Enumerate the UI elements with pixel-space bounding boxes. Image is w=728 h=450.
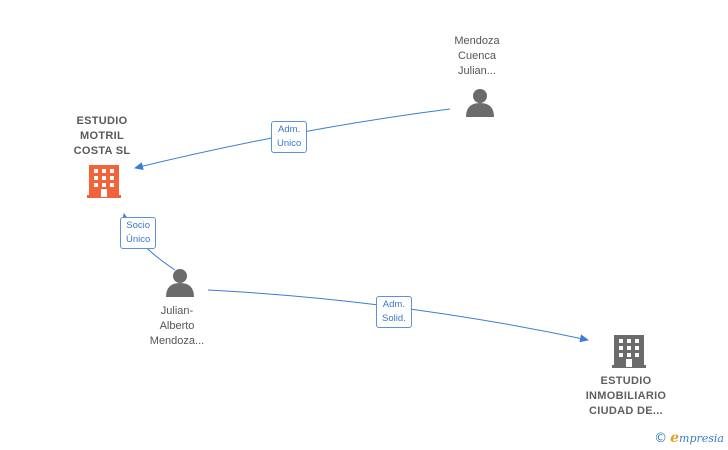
- brand-logo: ©empresia: [654, 430, 724, 446]
- node-label-estudio-motril[interactable]: ESTUDIO MOTRIL COSTA SL: [73, 115, 131, 157]
- building-icon[interactable]: [612, 335, 646, 368]
- person-icon[interactable]: [466, 89, 494, 117]
- node-label-julian-alberto[interactable]: Julian- Alberto Mendoza...: [149, 305, 205, 347]
- node-label-estudio-inmobiliario[interactable]: ESTUDIO INMOBILIARIO CIUDAD DE...: [585, 375, 667, 417]
- copyright-symbol: ©: [654, 431, 668, 446]
- edge-label-adm-unico[interactable]: Adm. Unico: [271, 121, 308, 153]
- brand-e: e: [670, 430, 680, 446]
- person-icon[interactable]: [166, 269, 194, 297]
- building-icon[interactable]: [87, 165, 121, 198]
- brand-name: mpresia: [679, 432, 724, 445]
- edge-label-adm-solid[interactable]: Adm. Solid.: [376, 296, 412, 328]
- edge-label-socio-unico[interactable]: Socio Único: [120, 217, 157, 249]
- node-label-mendoza-cuenca[interactable]: Mendoza Cuenca Julian...: [454, 35, 500, 77]
